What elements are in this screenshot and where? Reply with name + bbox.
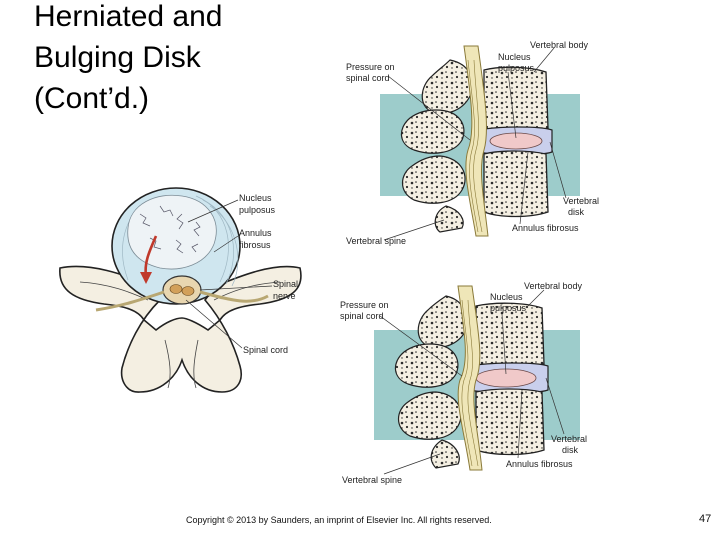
label-left-annulus-1: Annulus [239, 228, 272, 238]
label-bottom-spine: Vertebral spine [342, 475, 402, 485]
nucleus-top [489, 132, 543, 150]
sagittal-view-bottom: Vertebral body Nucleus pulposus Pressure… [340, 281, 587, 485]
label-bottom-pressure-1: Pressure on [340, 300, 389, 310]
label-left-nucleus-1: Nucleus [239, 193, 272, 203]
label-top-annulus: Annulus fibrosus [512, 223, 579, 233]
label-top-vertebral-body: Vertebral body [530, 40, 589, 50]
label-top-pressure-1: Pressure on [346, 62, 395, 72]
label-left-annulus-2: fibrosus [239, 240, 271, 250]
label-bottom-nucleus-1: Nucleus [490, 292, 523, 302]
label-top-disk-1: Vertebral [563, 196, 599, 206]
label-bottom-vertebral-body: Vertebral body [524, 281, 583, 291]
label-bottom-disk-2: disk [562, 445, 579, 455]
axial-disk-illustration: Nucleus pulposus Annulus fibrosus Spinal… [59, 187, 302, 393]
label-bottom-annulus: Annulus fibrosus [506, 459, 573, 469]
label-bottom-disk-1: Vertebral [551, 434, 587, 444]
copyright-footer: Copyright © 2013 by Saunders, an imprint… [186, 515, 492, 525]
label-left-nucleus-2: pulposus [239, 205, 276, 215]
vertebral-body-lower-top [483, 150, 549, 218]
vertebral-body-lower-bottom [475, 388, 545, 456]
label-left-nerve-1: Spinal [273, 279, 298, 289]
sagittal-view-top: Vertebral body Nucleus pulposus Pressure… [346, 40, 599, 246]
page-number: 47 [699, 513, 712, 525]
spinal-cord-top [463, 45, 489, 237]
label-bottom-nucleus-2: pulposus [490, 303, 527, 313]
label-bottom-pressure-2: spinal cord [340, 311, 384, 321]
axial-nucleus [127, 194, 217, 270]
label-top-pressure-2: spinal cord [346, 73, 390, 83]
vertebral-body-upper-top [483, 66, 549, 132]
slide-title: Herniated and Bulging Disk (Cont’d.) [34, 0, 334, 119]
label-top-disk-2: disk [568, 207, 585, 217]
title-line-2: Bulging Disk [34, 41, 201, 74]
label-top-nucleus-2: pulposus [498, 63, 535, 73]
title-line-1: Herniated and [34, 0, 223, 33]
label-left-cord: Spinal cord [243, 345, 288, 355]
label-left-nerve-2: nerve [273, 291, 296, 301]
spinal-cord-bottom [457, 285, 483, 471]
title-line-3: (Cont’d.) [34, 82, 150, 115]
label-top-spine: Vertebral spine [346, 236, 406, 246]
label-top-nucleus-1: Nucleus [498, 52, 531, 62]
